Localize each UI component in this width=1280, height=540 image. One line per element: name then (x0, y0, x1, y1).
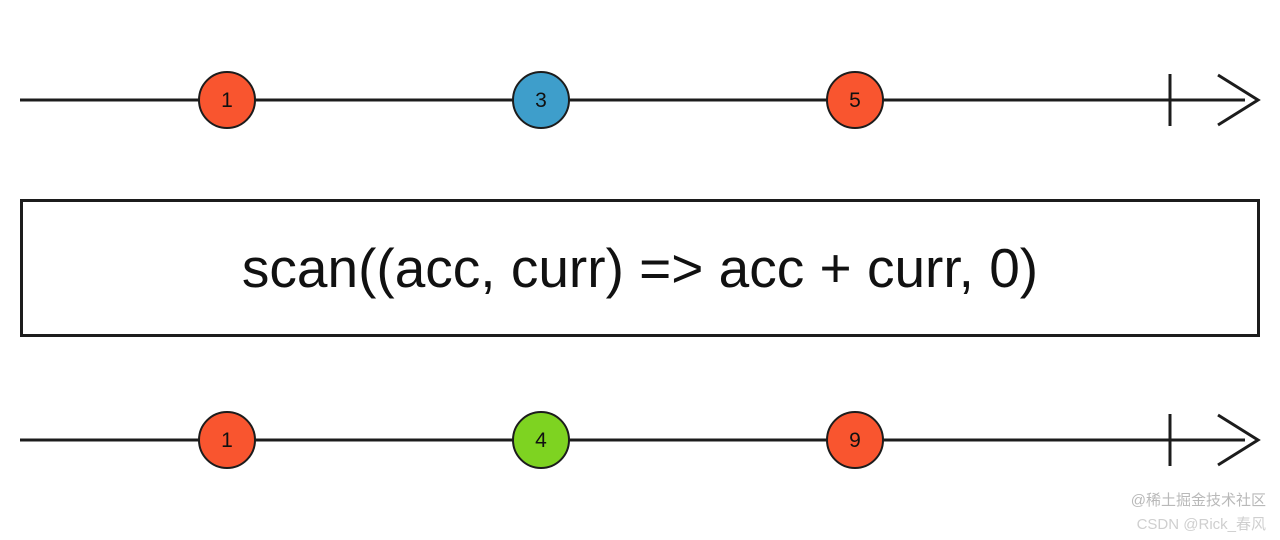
marble-output-2: 4 (512, 411, 570, 469)
operator-label: scan((acc, curr) => acc + curr, 0) (241, 237, 1039, 299)
marble-value: 3 (535, 88, 547, 112)
marble-value: 1 (221, 88, 233, 112)
input-timeline-axis (20, 73, 1261, 127)
output-timeline: 1 4 9 (0, 395, 1280, 485)
marble-input-2: 3 (512, 71, 570, 129)
input-timeline: 1 3 5 (0, 55, 1280, 145)
marble-output-1: 1 (198, 411, 256, 469)
arrow-head-icon (1217, 413, 1261, 467)
marble-input-3: 5 (826, 71, 884, 129)
marble-value: 5 (849, 88, 861, 112)
arrow-head-icon (1217, 73, 1261, 127)
marble-value: 4 (535, 428, 547, 452)
operator-box: scan((acc, curr) => acc + curr, 0) (20, 199, 1260, 337)
output-timeline-axis (20, 413, 1261, 467)
marble-value: 1 (221, 428, 233, 452)
marble-value: 9 (849, 428, 861, 452)
marble-output-3: 9 (826, 411, 884, 469)
watermark-csdn: CSDN @Rick_春风 (1136, 516, 1266, 533)
watermark-juejin: @稀土掘金技术社区 (1130, 492, 1266, 509)
marble-input-1: 1 (198, 71, 256, 129)
